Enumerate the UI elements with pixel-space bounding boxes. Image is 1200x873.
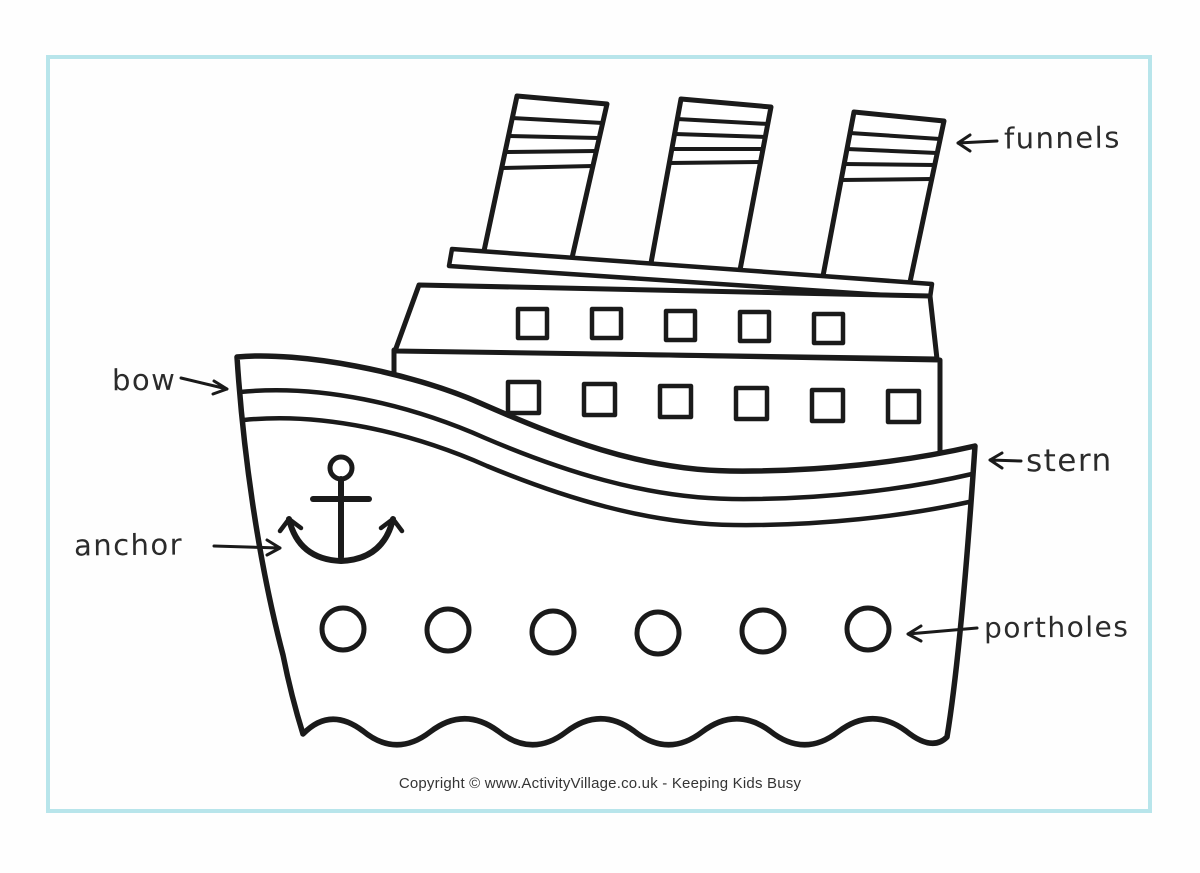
label-stern: stern: [1025, 442, 1113, 480]
funnel-1-icon: [481, 93, 610, 261]
copyright-text: Copyright © www.ActivityVillage.co.uk - …: [398, 775, 802, 792]
funnel-3-icon: [820, 109, 947, 285]
label-anchor: anchor: [73, 527, 184, 563]
hull: [234, 353, 978, 748]
deck-windows-row-2: [505, 379, 922, 425]
label-portholes: portholes: [983, 610, 1130, 645]
portholes-arrow: [906, 624, 979, 643]
funnels-group: [481, 93, 947, 285]
label-arrows: [179, 133, 1023, 643]
funnels-arrow: [956, 133, 999, 153]
deck-windows-row-1: [515, 306, 846, 346]
label-funnels: funnels: [1003, 120, 1122, 156]
bow-arrow: [179, 376, 229, 396]
portholes-group: [319, 605, 892, 657]
page-border-frame: [46, 55, 1152, 813]
label-bow: bow: [111, 362, 177, 398]
anchor-arrow: [212, 538, 282, 557]
stern-arrow: [988, 451, 1023, 470]
funnel-2-icon: [648, 96, 774, 273]
anchor-icon: [277, 454, 405, 564]
hull-stripes: [237, 388, 975, 528]
